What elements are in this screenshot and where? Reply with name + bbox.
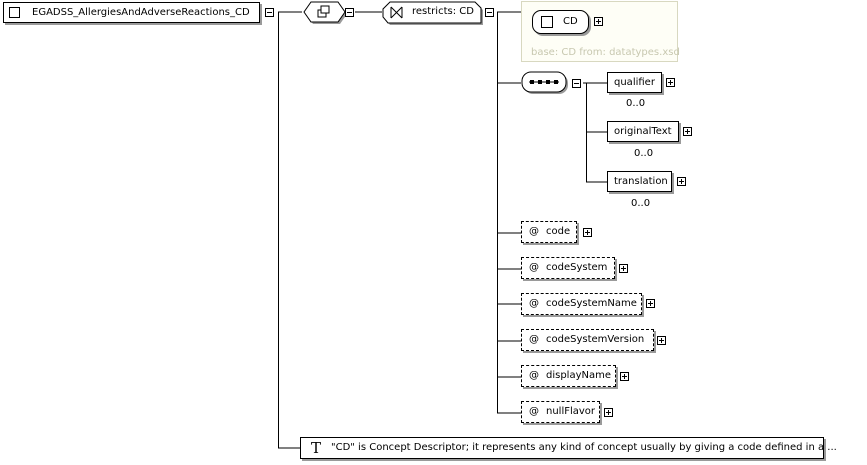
expand-toggle-qualifier[interactable] [666,78,675,87]
element-icon [9,7,20,18]
base-type-caption: base: CD from: datatypes.xsd [531,47,680,58]
expand-toggle-translation[interactable] [677,177,686,186]
restricts-label: restricts: CD [412,6,474,17]
restricts-box[interactable] [382,1,484,25]
root-element-box[interactable]: EGADSS_AllergiesAndAdverseReactions_CD [3,2,260,23]
attribute-icon: @ [529,298,539,309]
attribute-label: codeSystemVersion [546,334,645,345]
attribute-label: displayName [546,370,612,381]
expand-toggle-code[interactable] [583,228,592,237]
base-type-box: CD base: CD from: datatypes.xsd [521,1,680,62]
cd-type-box[interactable]: CD [532,10,589,34]
element-label: translation [614,176,668,187]
expand-toggle-codesystemname[interactable] [646,299,655,308]
attribute-nullflavor[interactable]: @ nullFlavor [521,401,600,423]
expand-toggle-displayname[interactable] [620,372,629,381]
cd-type-label: CD [563,16,578,27]
collapse-toggle-root[interactable] [265,8,274,17]
root-element-label: EGADSS_AllergiesAndAdverseReactions_CD [32,7,250,18]
expand-toggle-codesystemversion[interactable] [657,336,666,345]
choice-compositor-icon[interactable] [302,1,346,25]
expand-toggle-cd[interactable] [594,17,603,26]
attribute-icon: @ [529,334,539,345]
attribute-label: code [546,226,571,237]
element-label: qualifier [614,77,655,88]
element-qualifier[interactable]: qualifier [607,72,662,93]
annotation-box[interactable]: T "CD" is Concept Descriptor; it represe… [300,437,837,459]
attribute-icon: @ [529,262,539,273]
collapse-toggle-sequence[interactable] [572,79,581,88]
expand-toggle-originaltext[interactable] [683,127,692,136]
documentation-icon: T [311,439,322,457]
restriction-icon [390,6,403,19]
attribute-label: nullFlavor [546,406,596,417]
attribute-code[interactable]: @ code [521,221,577,243]
attribute-icon: @ [529,406,539,417]
sequence-compositor-icon[interactable] [521,71,571,97]
cardinality-label: 0..0 [626,98,646,109]
attribute-codesystem[interactable]: @ codeSystem [521,257,615,279]
attribute-displayname[interactable]: @ displayName [521,365,616,387]
attribute-codesystemname[interactable]: @ codeSystemName [521,293,642,315]
element-label: originalText [614,126,672,137]
element-translation[interactable]: translation [607,171,672,192]
cardinality-label: 0..0 [631,198,651,209]
collapse-toggle-choice[interactable] [345,8,354,17]
attribute-label: codeSystem [546,262,608,273]
cardinality-label: 0..0 [634,148,654,159]
attribute-codesystemversion[interactable]: @ codeSystemVersion [521,329,654,351]
attribute-label: codeSystemName [546,298,637,309]
collapse-toggle-restricts[interactable] [485,8,494,17]
expand-toggle-nullflavor[interactable] [604,408,613,417]
attribute-icon: @ [529,226,539,237]
expand-toggle-codesystem[interactable] [619,264,628,273]
element-originaltext[interactable]: originalText [607,121,679,142]
type-icon [541,16,553,28]
annotation-text: "CD" is Concept Descriptor; it represent… [331,442,837,453]
attribute-icon: @ [529,370,539,381]
